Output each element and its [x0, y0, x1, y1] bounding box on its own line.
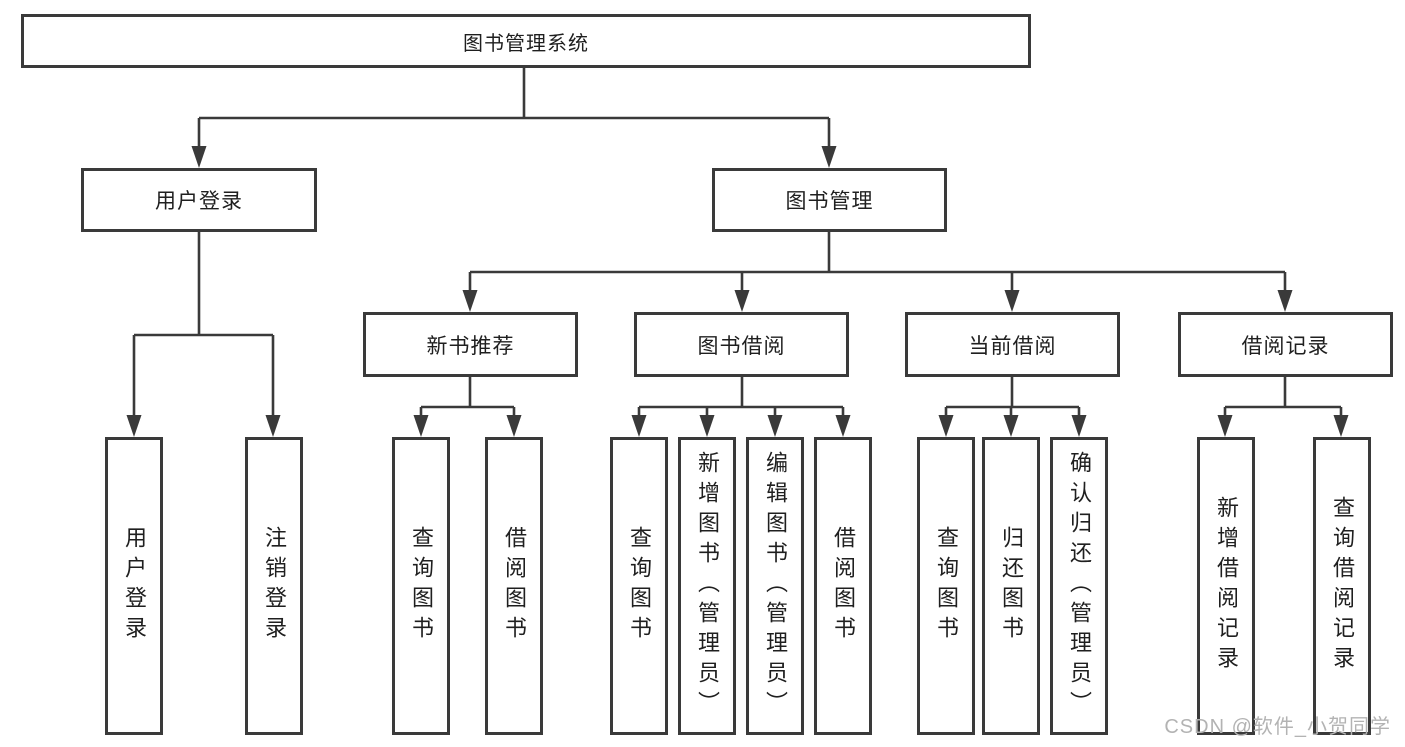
- arrow-down-icon: [191, 146, 207, 168]
- node-label: 图书借阅: [697, 334, 786, 358]
- node-label: 图书管理系统: [463, 32, 589, 55]
- node-borrow-records: 借阅记录: [1178, 312, 1393, 377]
- node-new-book-recommend: 新书推荐: [363, 312, 578, 377]
- node-label: 新增借阅记录: [1214, 496, 1239, 676]
- arrow-down-icon: [938, 415, 954, 437]
- arrow-down-icon: [631, 415, 647, 437]
- node-label: 借阅图书: [831, 526, 856, 646]
- arrow-down-icon: [1004, 290, 1020, 312]
- arrow-down-icon: [1333, 415, 1349, 437]
- node-label: 用户登录: [122, 526, 147, 646]
- node-user-login: 用户登录: [81, 168, 317, 232]
- arrow-down-icon: [699, 415, 715, 437]
- arrow-down-icon: [821, 146, 837, 168]
- leaf-logout: 注销登录: [245, 437, 303, 735]
- leaf-add-book-admin: 新增图书（管理员）: [678, 437, 736, 735]
- node-label: 新书推荐: [426, 334, 515, 358]
- arrow-down-icon: [1071, 415, 1087, 437]
- leaf-query-borrow-record: 查询借阅记录: [1313, 437, 1371, 735]
- node-label: 归还图书: [999, 526, 1024, 646]
- arrow-down-icon: [413, 415, 429, 437]
- leaf-query-book-3: 查询图书: [917, 437, 975, 735]
- arrow-down-icon: [1277, 290, 1293, 312]
- arrow-down-icon: [506, 415, 522, 437]
- node-book-management: 图书管理: [712, 168, 947, 232]
- node-book-borrow: 图书借阅: [634, 312, 849, 377]
- leaf-user-login: 用户登录: [105, 437, 163, 735]
- leaf-confirm-return-admin: 确认归还（管理员）: [1050, 437, 1108, 735]
- node-label: 新增图书（管理员）: [695, 451, 720, 721]
- leaf-return-book: 归还图书: [982, 437, 1040, 735]
- arrow-down-icon: [734, 290, 750, 312]
- arrow-down-icon: [835, 415, 851, 437]
- node-label: 编辑图书（管理员）: [763, 451, 788, 721]
- leaf-query-book-2: 查询图书: [610, 437, 668, 735]
- arrow-down-icon: [1217, 415, 1233, 437]
- node-current-borrow: 当前借阅: [905, 312, 1120, 377]
- node-label: 确认归还（管理员）: [1067, 451, 1092, 721]
- leaf-borrow-book-1: 借阅图书: [485, 437, 543, 735]
- leaf-borrow-book-2: 借阅图书: [814, 437, 872, 735]
- node-label: 查询图书: [627, 526, 652, 646]
- node-label: 查询图书: [409, 526, 434, 646]
- node-label: 图书管理: [785, 190, 874, 213]
- node-label: 借阅记录: [1241, 334, 1330, 358]
- leaf-edit-book-admin: 编辑图书（管理员）: [746, 437, 804, 735]
- csdn-watermark: CSDN @软件_小贺同学: [1164, 716, 1391, 738]
- node-label: 查询借阅记录: [1330, 496, 1355, 676]
- node-label: 当前借阅: [968, 334, 1057, 358]
- arrow-down-icon: [265, 415, 281, 437]
- arrow-down-icon: [126, 415, 142, 437]
- leaf-query-book-1: 查询图书: [392, 437, 450, 735]
- arrow-down-icon: [462, 290, 478, 312]
- node-label: 借阅图书: [502, 526, 527, 646]
- arrow-down-icon: [767, 415, 783, 437]
- node-library-management-system: 图书管理系统: [21, 14, 1031, 68]
- node-label: 用户登录: [155, 190, 243, 213]
- arrowhead-icons: [126, 146, 1349, 437]
- arrow-down-icon: [1003, 415, 1019, 437]
- leaf-add-borrow-record: 新增借阅记录: [1197, 437, 1255, 735]
- node-label: 查询图书: [934, 526, 959, 646]
- node-label: 注销登录: [262, 526, 287, 646]
